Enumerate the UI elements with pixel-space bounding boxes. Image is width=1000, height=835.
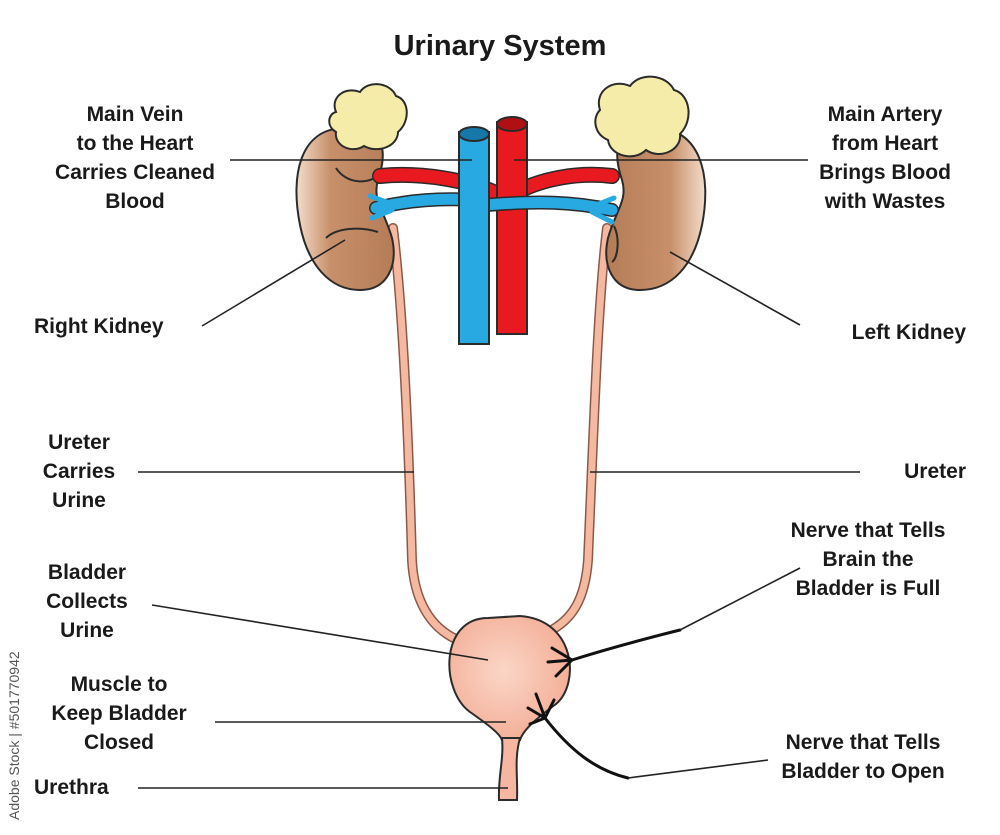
label-main-artery: Main Artery from Heart Brings Blood with… [819, 103, 951, 213]
adrenal-gland-right [328, 83, 408, 151]
label-muscle: Muscle to Keep Bladder Closed [51, 673, 187, 754]
aorta [496, 121, 528, 335]
left-ureter [388, 223, 463, 645]
label-main-vein: Main Vein to the Heart Carries Cleaned B… [55, 103, 215, 213]
label-nerve-open: Nerve that Tells Bladder to Open [781, 731, 945, 783]
label-urethra: Urethra [34, 776, 109, 799]
nerve-bladder-full [546, 628, 682, 678]
label-bladder: Bladder Collects Urine [46, 561, 128, 642]
label-ureter: Ureter [904, 460, 966, 483]
diagram-title: Urinary System [393, 30, 607, 62]
leader-lines [138, 159, 860, 789]
label-nerve-full: Nerve that Tells Brain the Bladder is Fu… [790, 519, 946, 600]
urethra-tube [497, 737, 522, 801]
label-left-kidney: Left Kidney [851, 321, 966, 344]
vena-cava [458, 131, 490, 345]
stock-watermark: Adobe Stock | #501770942 [6, 651, 22, 820]
label-ureter-carries-urine: Ureter Carries Urine [42, 431, 116, 512]
left-kidney [605, 126, 707, 292]
adrenal-gland-left [594, 75, 690, 158]
nerve-bladder-open [526, 692, 630, 780]
label-right-kidney: Right Kidney [34, 315, 164, 338]
